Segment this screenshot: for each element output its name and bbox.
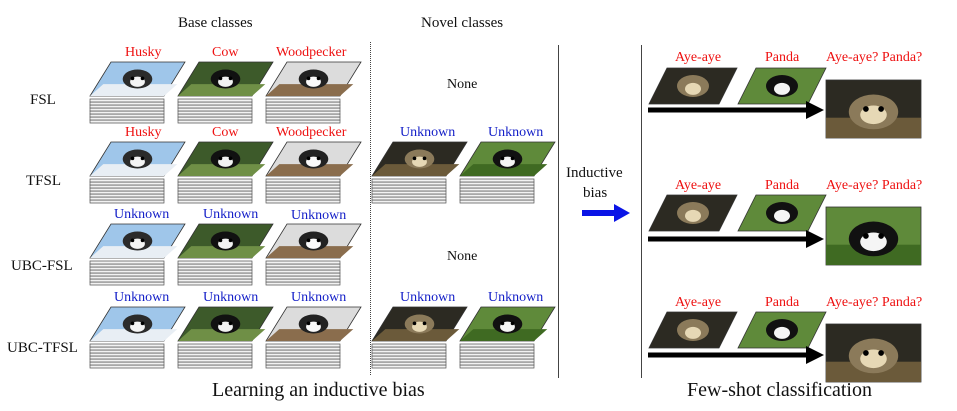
base-image-stack	[89, 223, 186, 286]
novel-image-stack	[459, 306, 556, 369]
base-image-stack	[265, 61, 362, 124]
novel-image-stack	[371, 141, 468, 204]
novel-label-unknown: Unknown	[400, 125, 456, 140]
novel-image-stack	[371, 306, 468, 369]
base-image-stack	[89, 141, 186, 204]
dotted-separator	[370, 42, 371, 375]
base-image-stack	[177, 141, 274, 204]
base-image-stack	[265, 306, 362, 369]
base-image-stack	[177, 223, 274, 286]
row-label-tfsl: TFSL	[26, 173, 62, 189]
support-label-panda: Panda	[765, 50, 800, 65]
query-label: Aye-aye? Panda?	[826, 178, 923, 193]
row-label-ubc-fsl: UBC-FSL	[11, 258, 73, 274]
base-label-woodpecker: Woodpecker	[276, 125, 347, 140]
base-image-stack	[265, 223, 362, 286]
bias-label: bias	[583, 185, 608, 201]
base-classes-header: Base classes	[178, 15, 253, 31]
base-label-unknown: Unknown	[203, 290, 259, 305]
support-image	[737, 194, 827, 232]
support-image	[737, 67, 827, 105]
support-label-panda: Panda	[765, 178, 800, 193]
base-image-stack	[177, 306, 274, 369]
novel-none: None	[447, 77, 478, 92]
query-image	[825, 323, 922, 383]
caption-few-shot: Few-shot classification	[687, 379, 872, 401]
novel-label-unknown: Unknown	[488, 290, 544, 305]
base-label-cow: Cow	[212, 125, 239, 140]
base-label-unknown: Unknown	[114, 290, 170, 305]
novel-label-unknown: Unknown	[400, 290, 456, 305]
blue-arrow-icon	[582, 204, 630, 222]
arrow-icon	[648, 230, 824, 248]
caption-learning: Learning an inductive bias	[212, 379, 425, 401]
support-label-aye-aye: Aye-aye	[675, 50, 722, 65]
support-label-aye-aye: Aye-aye	[675, 178, 722, 193]
support-image	[648, 311, 738, 349]
support-label-panda: Panda	[765, 295, 800, 310]
base-label-husky: Husky	[125, 45, 162, 60]
support-label-aye-aye: Aye-aye	[675, 295, 722, 310]
novel-image-stack	[459, 141, 556, 204]
base-label-unknown: Unknown	[114, 207, 170, 222]
row-label-ubc-tfsl: UBC-TFSL	[7, 340, 78, 356]
separator-right	[641, 45, 642, 378]
arrow-icon	[648, 101, 824, 119]
base-label-unknown: Unknown	[203, 207, 259, 222]
novel-classes-header: Novel classes	[421, 15, 504, 31]
base-image-stack	[89, 61, 186, 124]
base-label-woodpecker: Woodpecker	[276, 45, 347, 60]
support-image	[737, 311, 827, 349]
row-label-fsl: FSL	[30, 92, 56, 108]
inductive-label: Inductive	[566, 165, 623, 181]
base-image-stack	[177, 61, 274, 124]
query-label: Aye-aye? Panda?	[826, 295, 923, 310]
query-image	[825, 206, 922, 266]
separator-left	[558, 45, 559, 378]
query-image	[825, 79, 922, 139]
base-image-stack	[89, 306, 186, 369]
novel-none: None	[447, 249, 478, 264]
base-image-stack	[265, 141, 362, 204]
base-label-unknown: Unknown	[291, 208, 347, 223]
query-label: Aye-aye? Panda?	[826, 50, 923, 65]
base-label-cow: Cow	[212, 45, 239, 60]
base-label-husky: Husky	[125, 125, 162, 140]
arrow-icon	[648, 346, 824, 364]
support-image	[648, 67, 738, 105]
base-label-unknown: Unknown	[291, 290, 347, 305]
support-image	[648, 194, 738, 232]
novel-label-unknown: Unknown	[488, 125, 544, 140]
